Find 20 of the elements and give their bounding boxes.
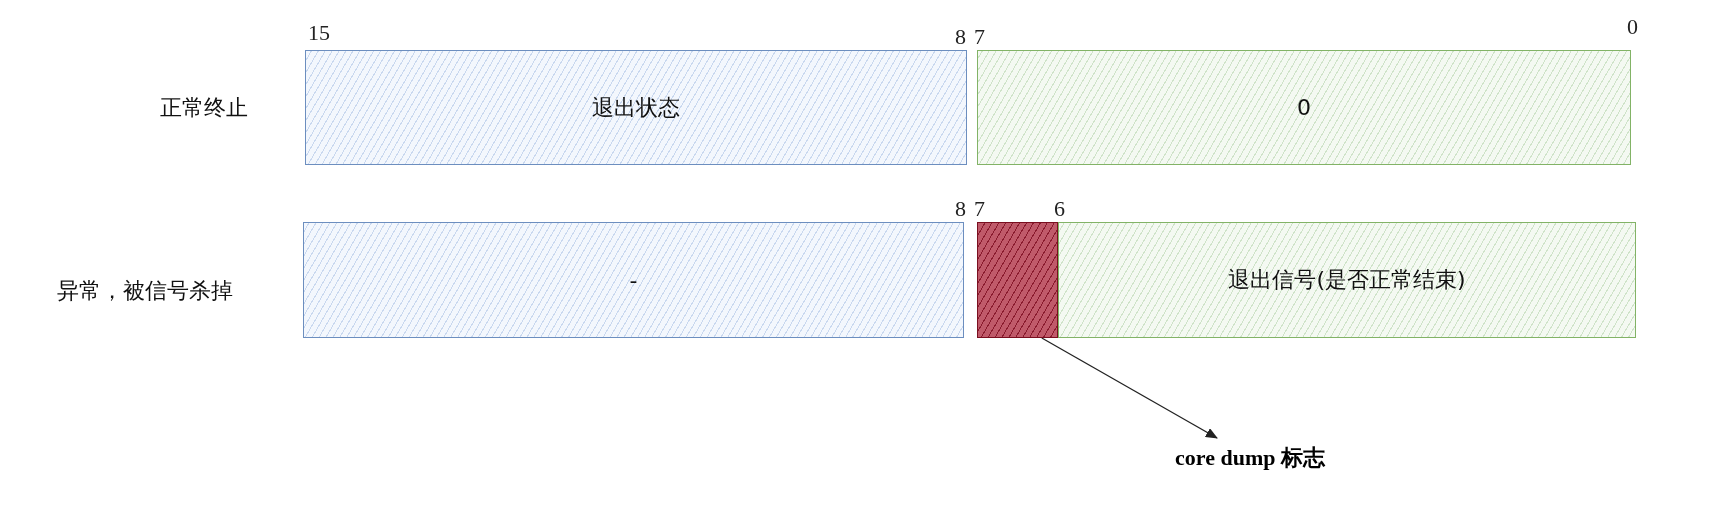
field-label: -: [629, 267, 638, 293]
row-label: 异常，被信号杀掉: [57, 277, 233, 305]
bit-box: [977, 222, 1058, 338]
row-label: 正常终止: [160, 94, 248, 122]
field-box: [305, 50, 967, 165]
bit-number: 15: [308, 20, 330, 46]
field-box: [303, 222, 964, 338]
callout-text: core dump 标志: [1140, 440, 1360, 476]
bit-number: 7: [974, 196, 985, 222]
leader-line: [1041, 337, 1218, 439]
bit-number: 6: [1054, 196, 1065, 222]
bit-number: 0: [1627, 14, 1638, 40]
field-label: 退出信号(是否正常结束): [1228, 266, 1466, 294]
field-box: [1058, 222, 1636, 338]
field-label: 退出状态: [592, 93, 680, 122]
field-box: [977, 50, 1631, 165]
bit-number: 7: [974, 24, 985, 50]
field-label: 0: [1297, 95, 1311, 120]
bit-number: 8: [955, 24, 966, 50]
bit-number: 8: [955, 196, 966, 222]
